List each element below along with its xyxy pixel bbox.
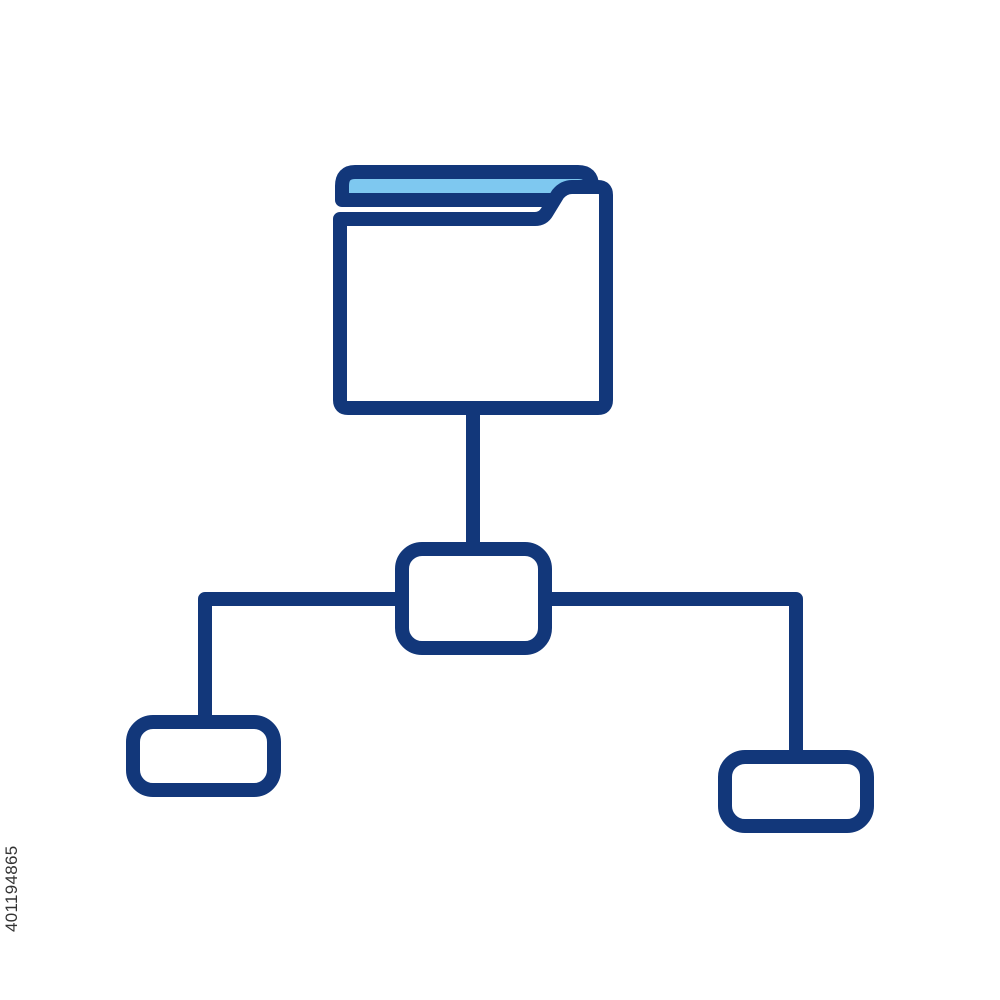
right-leaf-node-icon	[718, 750, 874, 833]
left-leaf-node-icon	[126, 715, 281, 797]
folder-body-icon	[333, 180, 613, 415]
left-branch-connector	[198, 592, 410, 729]
image-id-label: 401194865	[2, 845, 21, 932]
right-branch-connector	[538, 592, 803, 764]
hub-node-icon	[395, 542, 552, 655]
